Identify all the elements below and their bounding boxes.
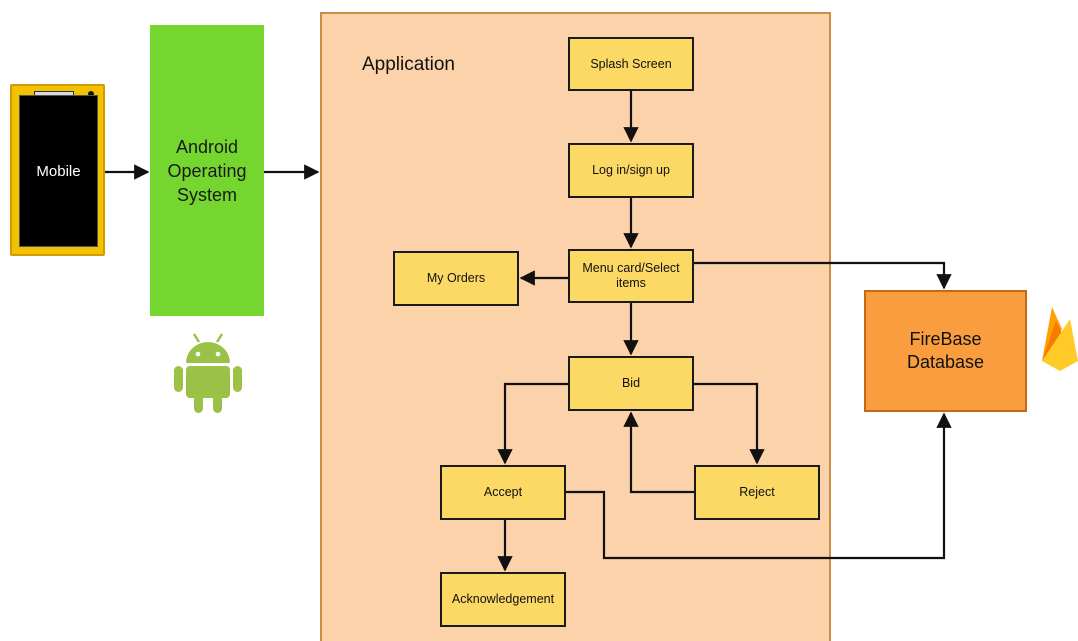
android-line-3: System [176, 184, 237, 205]
phone-camera [88, 91, 94, 97]
firebase-line-2: Database [906, 352, 985, 372]
splash-screen-node: Splash Screen [568, 37, 694, 91]
application-label: Application [362, 54, 455, 75]
firebase-database-box: FireBase Database [864, 290, 1027, 412]
mobile-label: Mobile [19, 95, 98, 247]
bid-node: Bid [568, 356, 694, 411]
menu-card-node: Menu card/Select items [568, 249, 694, 303]
my-orders-node: My Orders [393, 251, 519, 306]
accept-node: Accept [440, 465, 566, 520]
firebase-flame-icon [1042, 307, 1078, 371]
menu-card-line-2: items [616, 276, 646, 290]
reject-node: Reject [694, 465, 820, 520]
android-line-1: Android [175, 136, 239, 157]
mobile-phone-icon: Mobile [10, 84, 105, 256]
acknowledgement-node: Acknowledgement [440, 572, 566, 627]
login-signup-node: Log in/sign up [568, 143, 694, 198]
menu-card-line-1: Menu card/Select [582, 261, 680, 275]
android-logo-icon [174, 333, 242, 413]
firebase-line-1: FireBase [909, 329, 982, 349]
application-panel [320, 12, 831, 641]
android-os-box: Android Operating System [150, 25, 264, 316]
android-line-2: Operating [167, 160, 247, 181]
